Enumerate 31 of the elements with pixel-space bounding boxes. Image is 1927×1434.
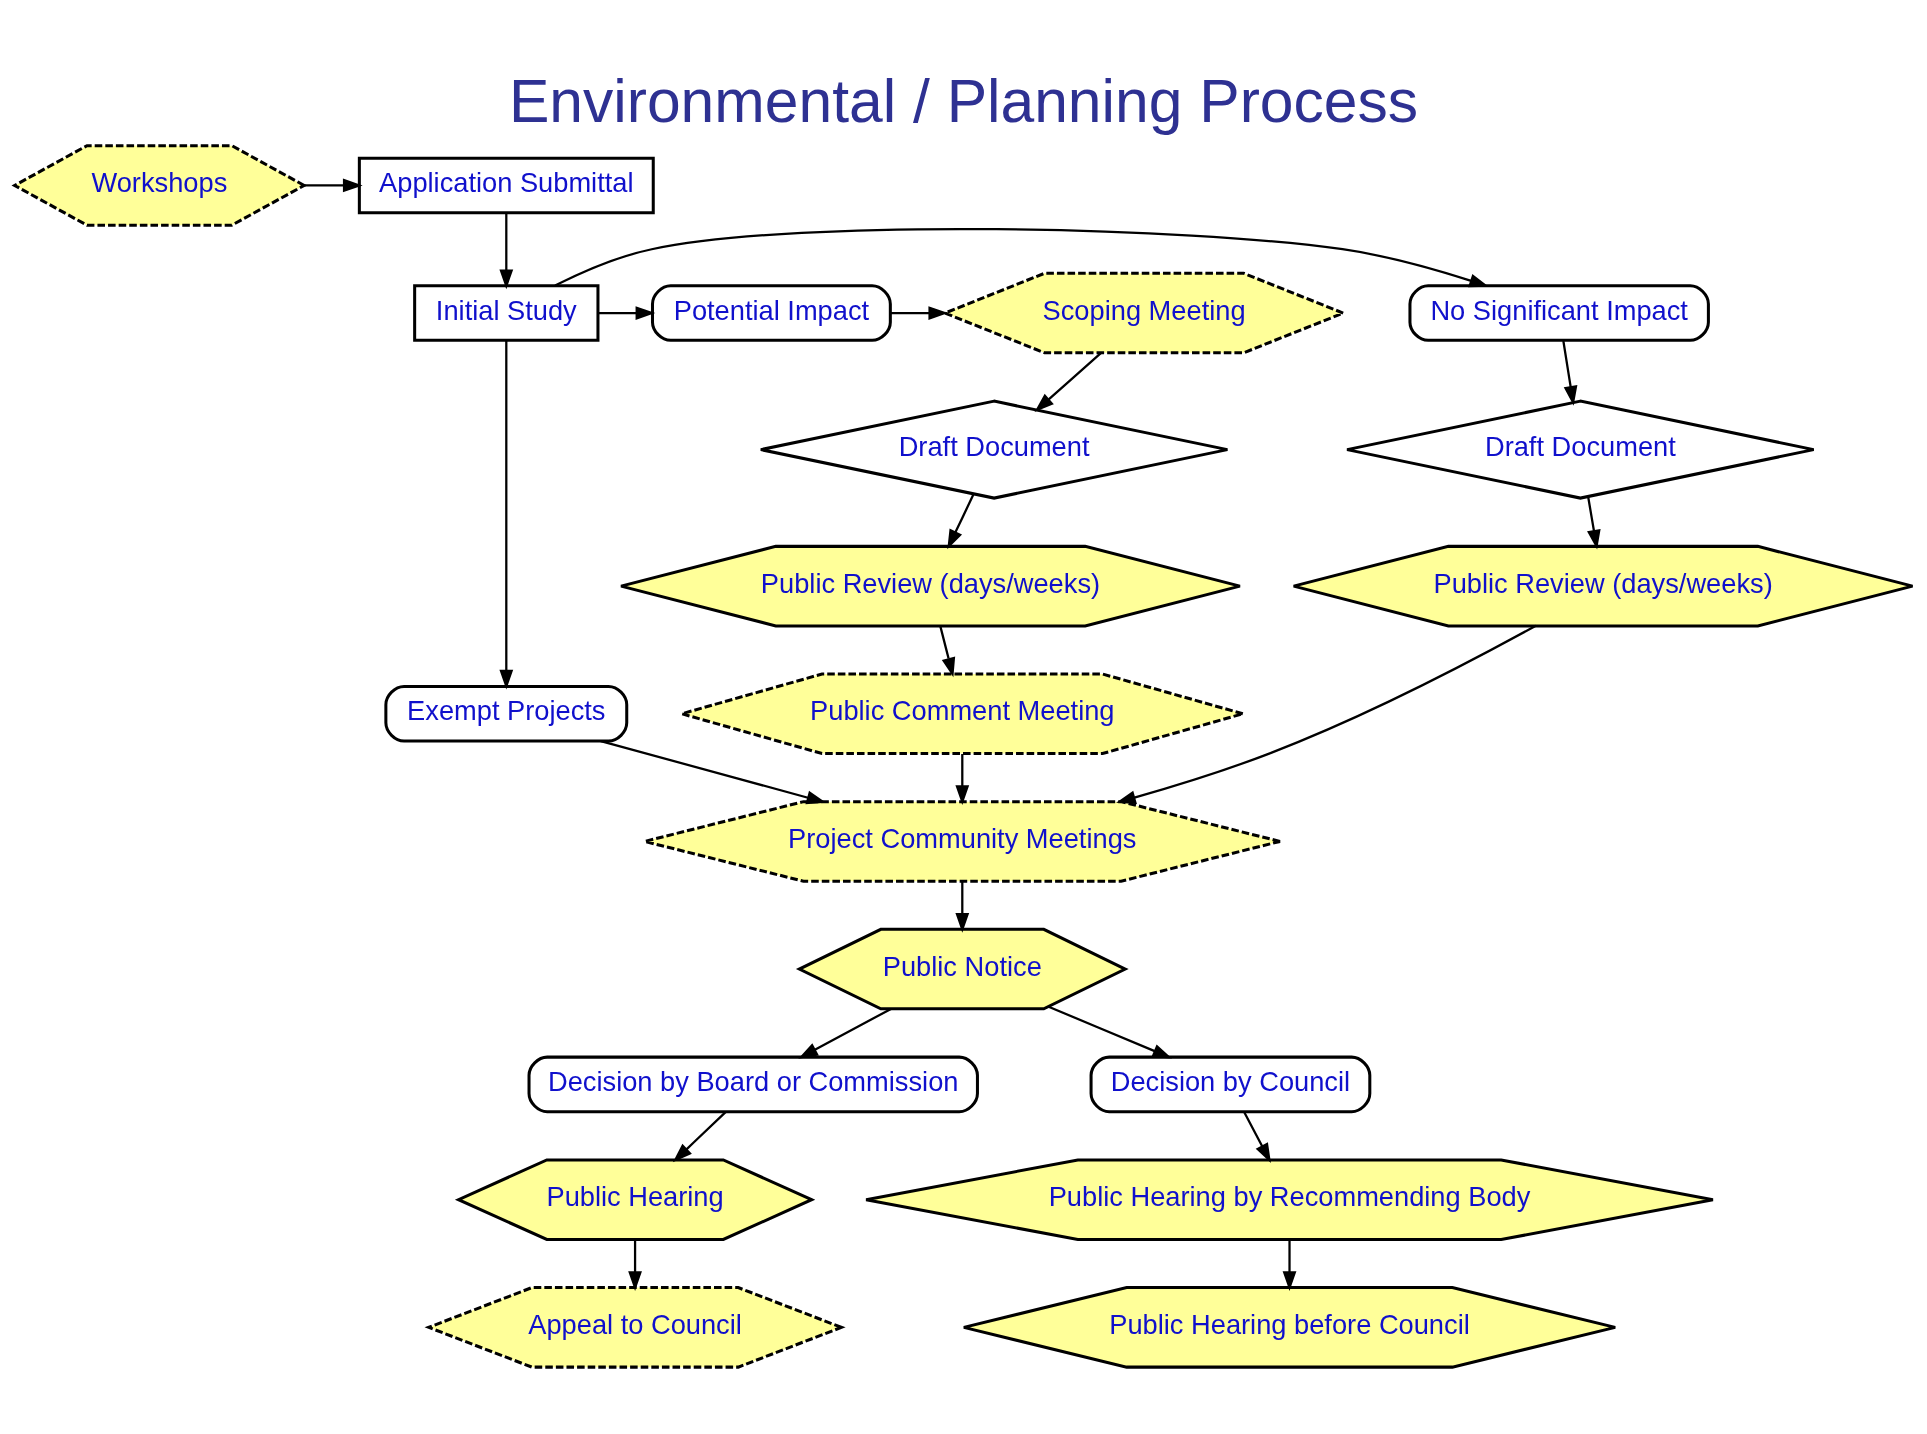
arrow <box>955 881 970 933</box>
arrow <box>1034 352 1102 413</box>
arrow <box>304 178 363 193</box>
node-diamond: Draft Document <box>1345 399 1816 500</box>
arrow <box>1116 624 1537 805</box>
arrow <box>890 306 949 320</box>
arrow <box>1048 1005 1173 1059</box>
arrow <box>1282 1239 1297 1291</box>
node-box: Application Submittal <box>357 156 655 215</box>
node-box: Decision by Board or Commission <box>527 1055 979 1114</box>
node-box: Initial Study <box>413 284 600 342</box>
node-box: No Significant Impact <box>1408 284 1710 342</box>
node-box: Exempt Projects <box>384 685 629 743</box>
arrow <box>798 1007 892 1059</box>
arrow <box>1243 1111 1271 1163</box>
arrow <box>947 493 975 550</box>
arrow <box>554 228 1489 288</box>
arrow <box>598 306 656 320</box>
arrow <box>1562 340 1578 406</box>
node-diamond: Draft Document <box>759 399 1229 500</box>
arrow <box>939 626 956 678</box>
arrow <box>600 740 827 805</box>
diagram-title: Environmental / Planning Process <box>508 66 1419 135</box>
arrow <box>628 1239 642 1291</box>
arrow <box>499 212 514 290</box>
node-box: Potential Impact <box>650 284 892 342</box>
arrow <box>1587 496 1601 550</box>
arrow <box>499 340 514 690</box>
arrow <box>955 754 970 806</box>
arrow <box>672 1111 727 1163</box>
node-box: Decision by Council <box>1089 1055 1372 1114</box>
